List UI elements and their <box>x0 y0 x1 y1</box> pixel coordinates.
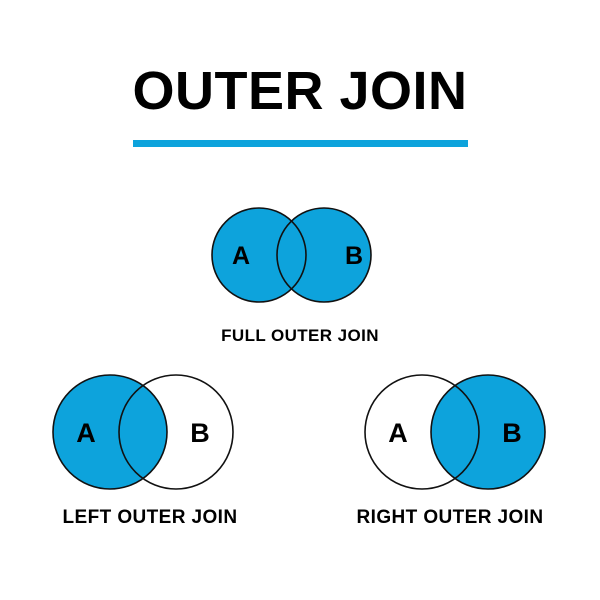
set-b-circle-outline <box>118 374 234 490</box>
venn-stage-right: A B <box>300 371 600 493</box>
venn-caption-left-outer-join: LEFT OUTER JOIN <box>62 507 238 528</box>
set-b-label: B <box>502 418 522 448</box>
set-b-circle-outline <box>430 374 546 490</box>
set-a-label: A <box>76 418 96 448</box>
venn-caption-right-outer-join: RIGHT OUTER JOIN <box>356 507 544 528</box>
venn-diagram-right-outer-join: A B RIGHT OUTER JOIN <box>300 371 600 529</box>
set-b-circle-outline <box>276 207 372 303</box>
set-b-label: B <box>190 418 210 448</box>
page-title-block: OUTER JOIN <box>0 64 600 118</box>
venn-caption-full-outer-join: FULL OUTER JOIN <box>221 326 379 345</box>
intersection-region <box>119 375 167 489</box>
set-a-circle-outline <box>52 374 168 490</box>
set-a-label: A <box>232 242 250 270</box>
venn-stage-full: A B <box>0 204 600 310</box>
venn-diagram-full-outer-join: A B FULL OUTER JOIN <box>0 204 600 346</box>
intersection-region <box>431 375 479 489</box>
venn-stage-left: A B <box>0 371 300 493</box>
venn-diagram-left-outer-join: A B LEFT OUTER JOIN <box>0 371 300 529</box>
title-underline-rule <box>133 140 468 147</box>
set-a-label: A <box>388 418 408 448</box>
set-b-label: B <box>345 242 363 270</box>
set-a-circle-outline <box>211 207 307 303</box>
set-a-circle-outline <box>364 374 480 490</box>
page-title: OUTER JOIN <box>132 61 468 121</box>
